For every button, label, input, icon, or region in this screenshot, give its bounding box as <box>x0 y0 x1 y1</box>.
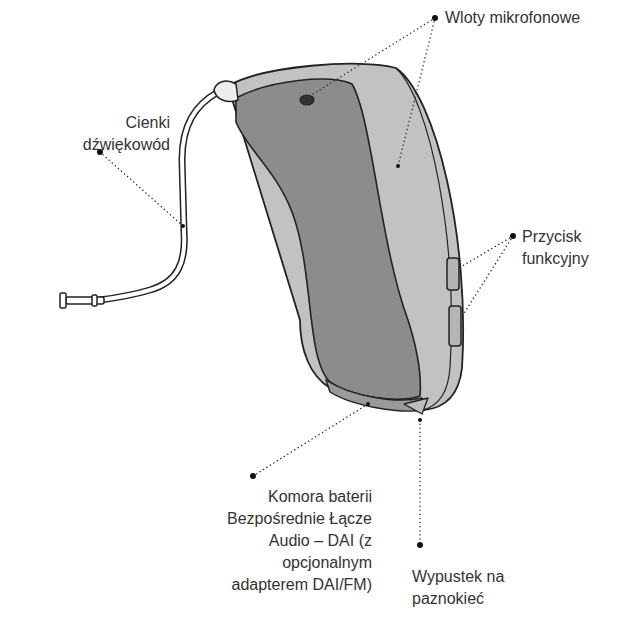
nail-notch <box>404 398 428 414</box>
part-label: Bezpośrednie Łącze Audio – DAI (z opcjon… <box>222 508 372 596</box>
part-label: Cienki dźwiękowód <box>60 112 170 156</box>
leader-dots <box>97 15 516 548</box>
microphone-inlet <box>300 95 314 105</box>
thin-tube <box>60 92 218 308</box>
function-button <box>447 258 459 290</box>
part-label: Wloty mikrofonowe <box>445 7 635 29</box>
function-button <box>449 306 461 346</box>
part-label: Przycisk funkcyjny <box>522 226 622 270</box>
housing-shell <box>228 64 463 410</box>
hook-cap <box>214 81 238 101</box>
housing-face <box>236 79 420 399</box>
part-label: Wypustek na paznokieć <box>412 566 532 610</box>
leader-lines <box>100 18 513 545</box>
part-label: Komora baterii <box>212 486 372 508</box>
